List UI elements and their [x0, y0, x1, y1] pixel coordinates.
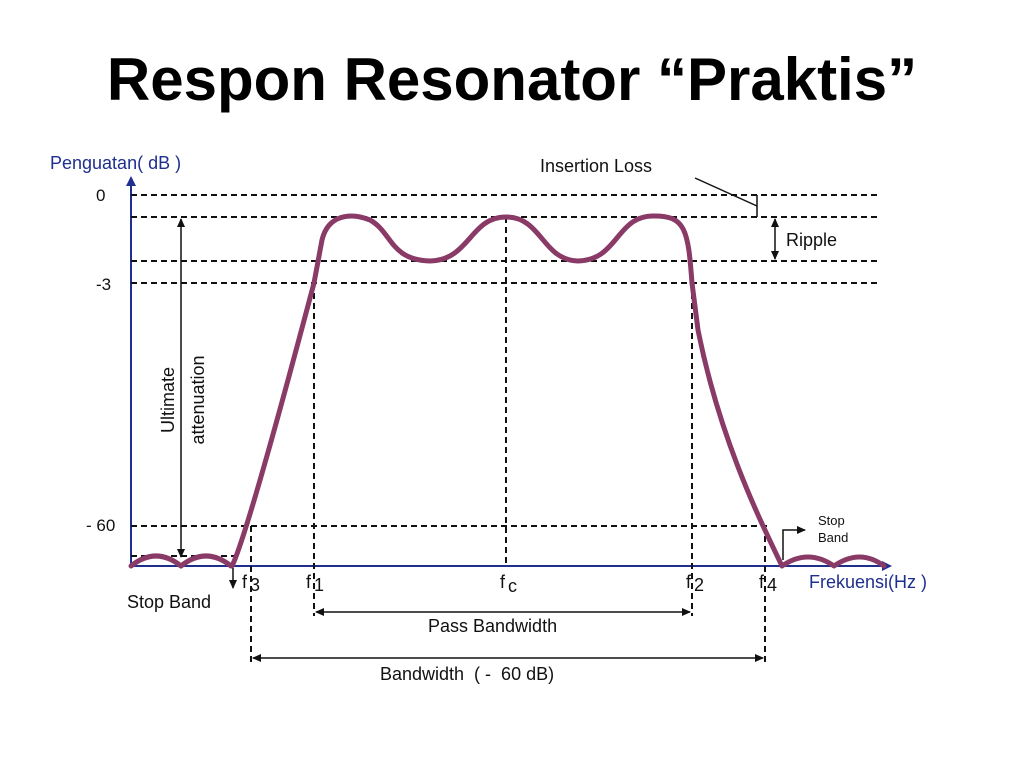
ultimate-attenuation-label-1: Ultimate — [158, 367, 178, 433]
stop-band-left-label: Stop Band — [127, 592, 211, 612]
insertion-loss-leader — [694, 177, 758, 207]
stop-band-right-label-2: Band — [818, 530, 848, 545]
stop-band-right-label-1: Stop — [818, 513, 845, 528]
y-tick-minus-3: -3 — [96, 275, 111, 294]
slide-title: Respon Resonator “Praktis” — [106, 46, 918, 113]
ripple-label: Ripple — [786, 230, 837, 250]
bandwidth-60db-label: Bandwidth ( - 60 dB) — [380, 664, 554, 684]
x-axis-label: Frekuensi(Hz ) — [809, 572, 927, 592]
ultimate-attenuation-label-2: attenuation — [188, 355, 208, 444]
y-tick-0: 0 — [96, 186, 105, 205]
response-curve — [128, 213, 887, 569]
y-tick-minus-60: - 60 — [86, 516, 115, 535]
pass-bandwidth-label: Pass Bandwidth — [428, 616, 557, 636]
insertion-loss-label: Insertion Loss — [540, 156, 652, 176]
y-axis-label: Penguatan( dB ) — [50, 153, 181, 173]
stop-band-right-arrow — [782, 526, 806, 560]
